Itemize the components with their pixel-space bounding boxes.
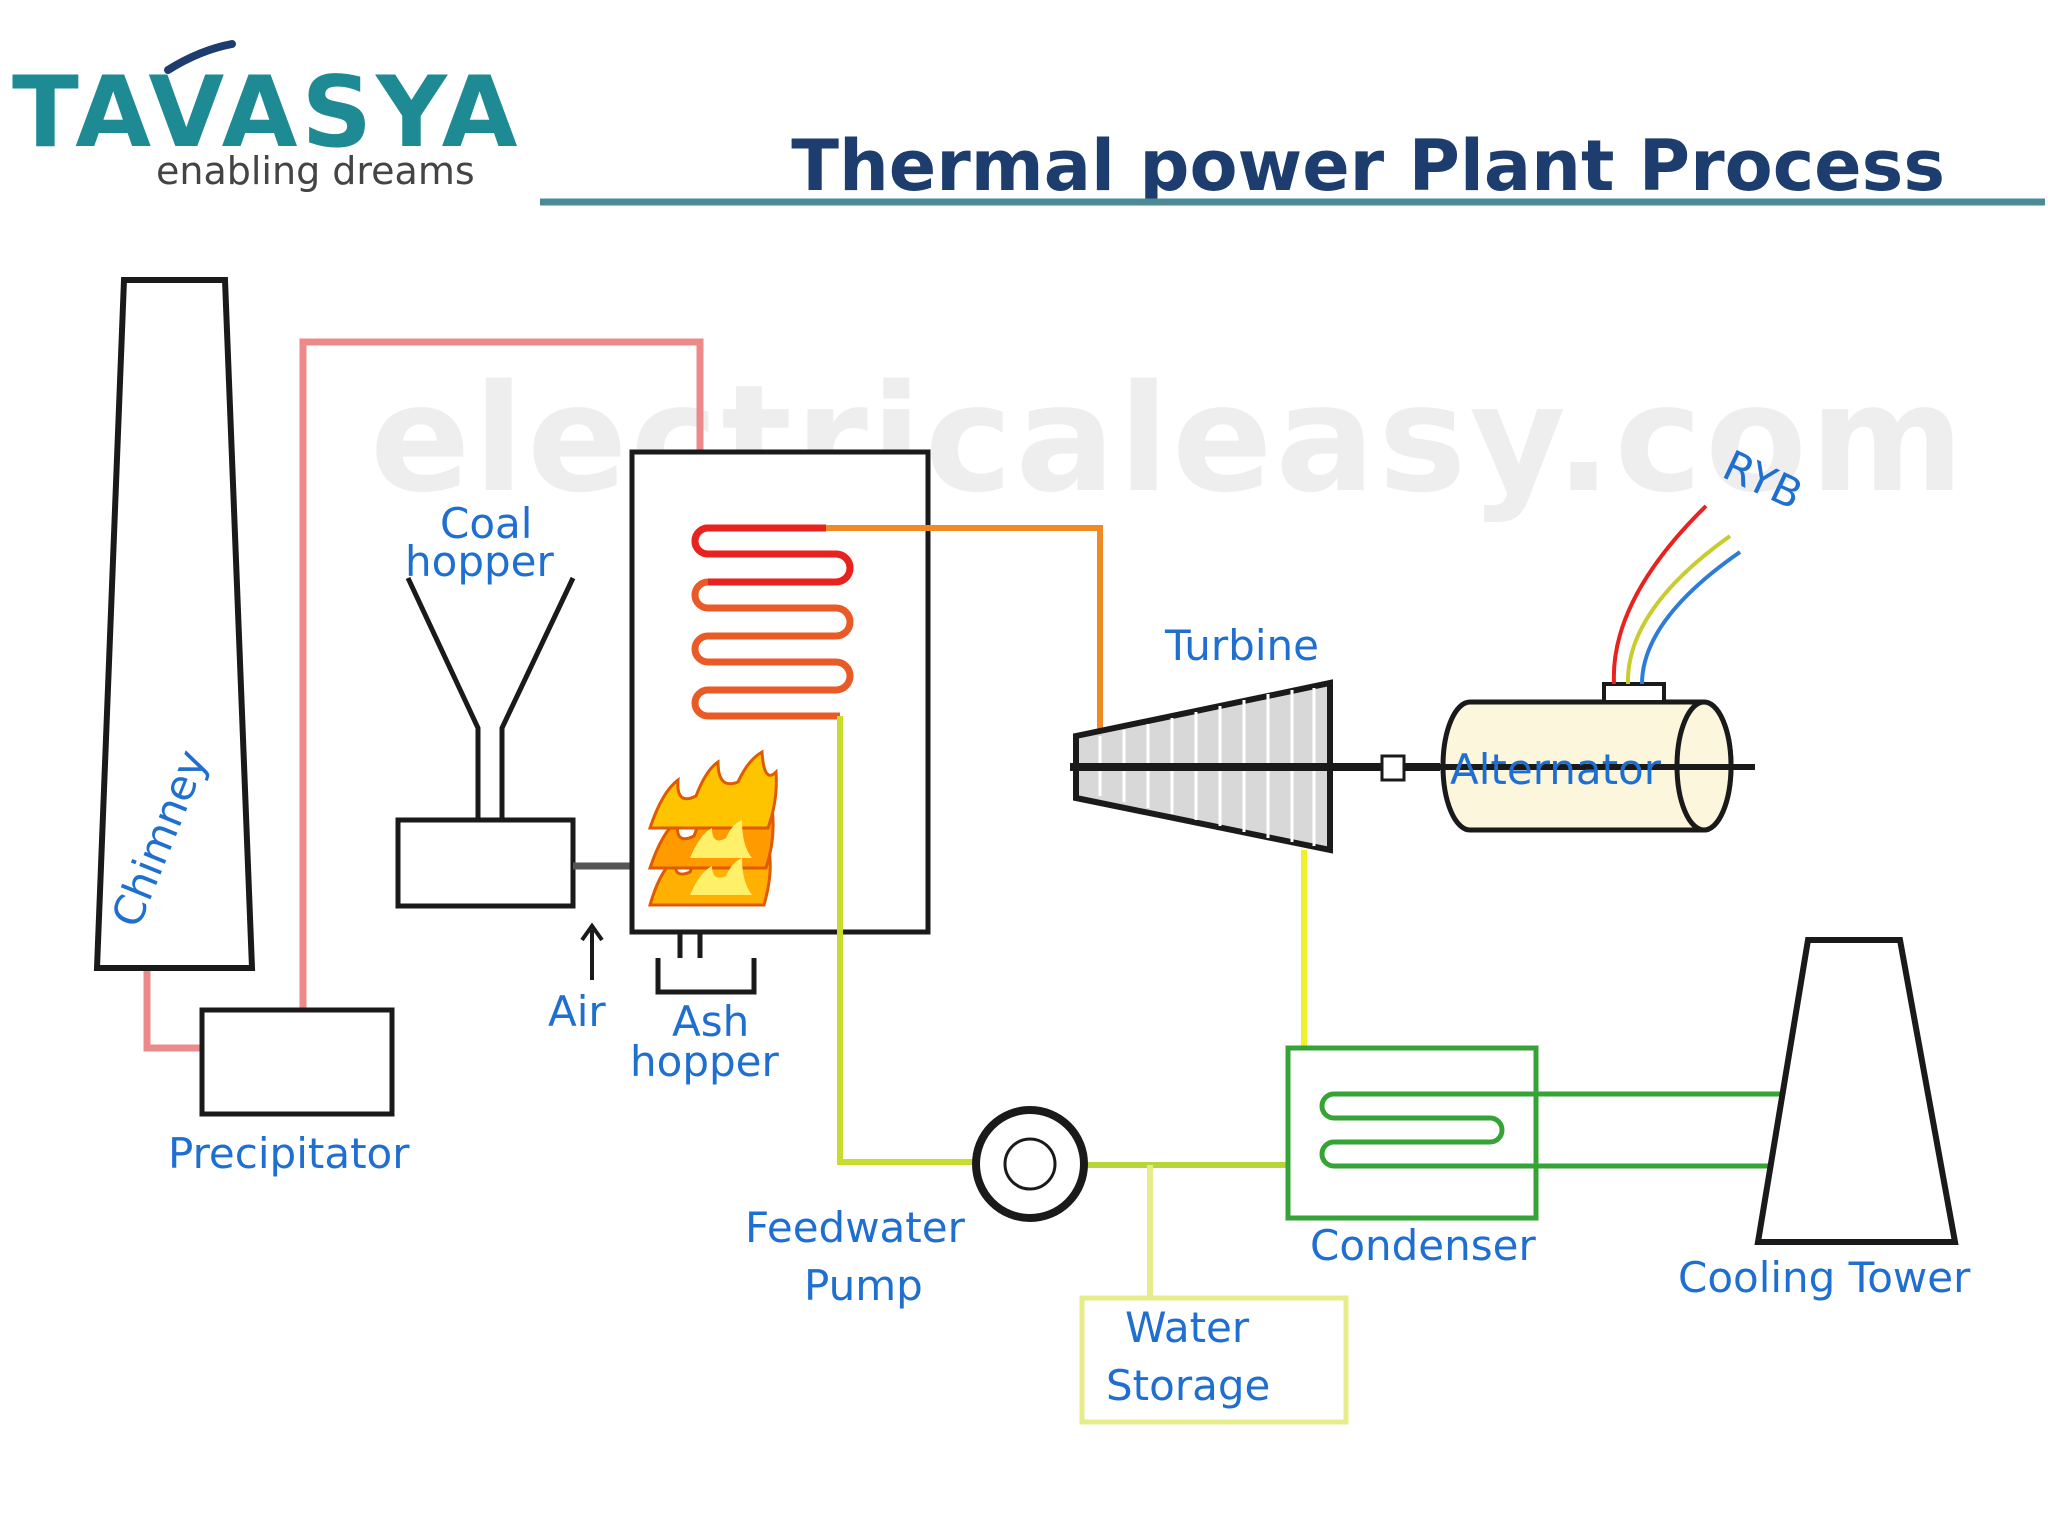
main-steam-line	[826, 525, 1103, 740]
cooling-tower	[1754, 937, 1959, 1245]
alternator-label: Alternator	[1450, 745, 1662, 794]
coal-hopper	[405, 576, 576, 820]
alternator-icon	[1440, 682, 1755, 833]
watermark: electricaleasy.com	[370, 353, 1967, 525]
turbine-label: Turbine	[1164, 621, 1319, 670]
pump-icon	[972, 1106, 1088, 1222]
water-storage	[1079, 1295, 1349, 1425]
precipitator	[199, 1007, 395, 1117]
water-storage-label-1: Water	[1125, 1303, 1250, 1352]
flue-gas-duct	[143, 338, 704, 1052]
ash-hopper-label-2: hopper	[630, 1037, 779, 1086]
condenser-coil	[1319, 1091, 1780, 1169]
brand-name: TAVASYA	[12, 56, 521, 170]
brand-swoosh	[164, 40, 236, 74]
precipitator-label: Precipitator	[168, 1129, 410, 1178]
flame-icon	[647, 749, 778, 907]
chimney	[93, 277, 256, 971]
ryb-output-wires	[1611, 504, 1742, 685]
condenser	[1285, 1045, 1539, 1221]
air-label: Air	[548, 987, 606, 1036]
feedwater-pump-label-1: Feedwater	[745, 1203, 966, 1252]
cooling-tower-label: Cooling Tower	[1678, 1253, 1971, 1302]
feedwater-return-line	[837, 716, 978, 1165]
page-title: Thermal power Plant Process	[791, 125, 1945, 207]
condenser-label: Condenser	[1310, 1221, 1536, 1270]
brand-logo: TAVASYA enabling dreams	[12, 40, 521, 193]
coal-mill	[395, 817, 576, 909]
air-arrow-icon	[580, 922, 604, 980]
feedwater-pump-label-2: Pump	[804, 1261, 923, 1310]
water-storage-label-2: Storage	[1106, 1361, 1270, 1410]
coal-hopper-label-2: hopper	[405, 537, 554, 586]
turbine-icon	[1070, 679, 1440, 854]
ash-hopper-label-1: Ash	[672, 997, 749, 1046]
ash-hopper	[655, 932, 757, 995]
coal-hopper-label-1: Coal	[440, 499, 532, 548]
brand-tagline: enabling dreams	[156, 149, 475, 193]
